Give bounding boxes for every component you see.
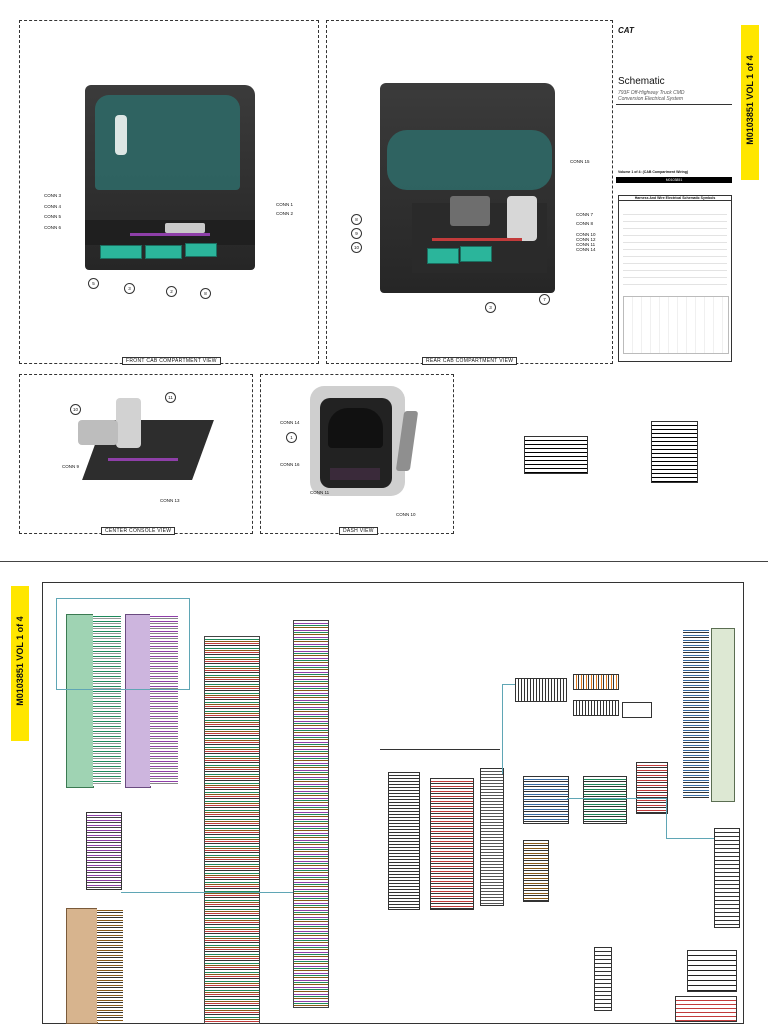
dash-illustration bbox=[310, 386, 420, 501]
front-conn-6: CONN 6 bbox=[44, 225, 62, 230]
rear-conn-7: CONN 7 bbox=[576, 212, 594, 217]
rear-conn-12: CONN 12 bbox=[576, 237, 596, 242]
connector-block-f bbox=[523, 840, 549, 902]
front-callout-a: 5 bbox=[88, 278, 99, 289]
front-conn-4: CONN 4 bbox=[44, 204, 62, 209]
front-callout-d: 8 bbox=[200, 288, 211, 299]
console-conn-13: CONN 13 bbox=[160, 498, 180, 503]
ecm-panel-tan bbox=[66, 908, 98, 1024]
schematic-heading: Schematic bbox=[618, 76, 665, 87]
rear-callout-c: 10 bbox=[351, 242, 362, 253]
dash-conn-14: CONN 14 bbox=[280, 420, 300, 425]
rear-callout-d: 3 bbox=[485, 302, 496, 313]
component-top-b bbox=[573, 674, 619, 690]
console-callout-10: 10 bbox=[70, 404, 81, 415]
side-label-bottom: M0103851 VOL 1 of 4 bbox=[11, 586, 29, 741]
connector-block-a bbox=[388, 772, 420, 910]
rear-conn-15: CONN 15 bbox=[570, 159, 590, 164]
side-label-top: M0103851 VOL 1 of 4 bbox=[741, 25, 759, 180]
volume-label: Volume 1 of 4: (CAB Compartment Wiring) bbox=[618, 170, 689, 174]
subtitle-line-1: 793F Off-Highway Truck CMD bbox=[618, 90, 685, 96]
connector-block-e bbox=[583, 776, 627, 824]
title-bar: M0103851 bbox=[616, 177, 732, 183]
rear-conn-11: CONN 11 bbox=[576, 242, 596, 247]
front-conn-2: CONN 2 bbox=[276, 211, 294, 216]
rear-callout-e: 7 bbox=[539, 294, 550, 305]
wire-bundle-2 bbox=[293, 620, 329, 1008]
symbols-legend: Harness And Wire Electrical Schematic Sy… bbox=[618, 195, 732, 362]
connector-panel-small bbox=[86, 812, 122, 890]
front-cab-illustration bbox=[70, 75, 270, 275]
component-top-c bbox=[573, 700, 619, 716]
rear-callout-a: 8 bbox=[351, 214, 362, 225]
dash-callout-1: 1 bbox=[286, 432, 297, 443]
console-view-label: CENTER CONSOLE VIEW bbox=[101, 527, 176, 535]
top-sheet: CONN 3 CONN 4 CONN 5 CONN 6 CONN 1 CONN … bbox=[19, 20, 759, 535]
console-callout-11: 11 bbox=[165, 392, 176, 403]
connector-block-g bbox=[636, 762, 668, 814]
rear-cab-illustration bbox=[372, 78, 562, 298]
rear-conn-10: CONN 10 bbox=[576, 232, 596, 237]
front-conn-1: CONN 1 bbox=[276, 202, 294, 207]
front-view-label: FRONT CAB COMPARTMENT VIEW bbox=[122, 357, 221, 365]
component-top-d bbox=[622, 702, 652, 718]
connector-block-i bbox=[594, 947, 612, 1011]
rear-conn-14: CONN 14 bbox=[576, 247, 596, 252]
title-block: CAT Schematic 793F Off-Highway Truck CMD… bbox=[616, 20, 734, 362]
wire-bundle-1 bbox=[204, 636, 260, 1024]
revision-table-red bbox=[675, 996, 737, 1022]
cat-logo-icon: CAT bbox=[618, 26, 634, 35]
subtitle-line-2: Conversion Electrical System bbox=[618, 96, 684, 102]
front-conn-5: CONN 5 bbox=[44, 214, 62, 219]
symbols-legend-header: Harness And Wire Electrical Schematic Sy… bbox=[619, 196, 731, 201]
rear-callout-b: 9 bbox=[351, 228, 362, 239]
revision-table bbox=[687, 950, 737, 992]
connector-block-d bbox=[523, 776, 569, 824]
connector-block-b bbox=[430, 778, 474, 910]
connector-block-c bbox=[480, 768, 504, 906]
component-table-2 bbox=[651, 421, 698, 483]
dash-conn-10: CONN 10 bbox=[396, 512, 416, 517]
front-conn-3: CONN 3 bbox=[44, 193, 62, 198]
dash-view-label: DASH VIEW bbox=[339, 527, 378, 535]
ecm-panel-sage bbox=[711, 628, 735, 802]
front-callout-b: 3 bbox=[124, 283, 135, 294]
rear-view-label: REAR CAB COMPARTMENT VIEW bbox=[422, 357, 518, 365]
ecm-panel-green bbox=[66, 614, 94, 788]
component-top-a bbox=[515, 678, 567, 702]
sheet-divider bbox=[0, 561, 768, 562]
front-callout-c: 2 bbox=[166, 286, 177, 297]
dash-conn-11: CONN 11 bbox=[310, 490, 330, 495]
bottom-sheet: M0103851 VOL 1 of 4 bbox=[0, 562, 768, 1024]
console-illustration bbox=[68, 390, 214, 510]
dash-conn-16: CONN 16 bbox=[280, 462, 300, 467]
console-conn-9: CONN 9 bbox=[62, 464, 80, 469]
rear-conn-8: CONN 8 bbox=[576, 221, 594, 226]
connector-block-h bbox=[714, 828, 740, 928]
component-table-1 bbox=[524, 436, 588, 474]
